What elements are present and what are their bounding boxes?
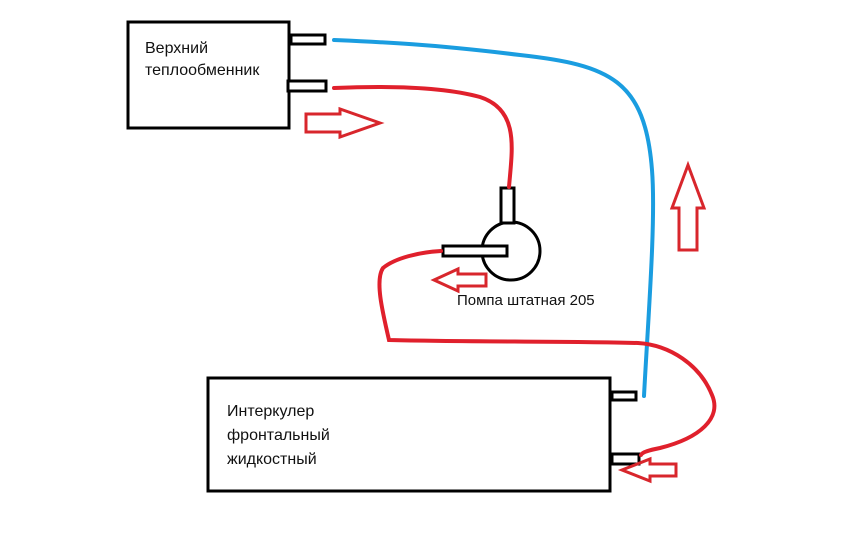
- intercooler-inlet-nozzle: [610, 452, 641, 466]
- pump: Помпа штатная 205: [441, 186, 595, 309]
- pump-inlet-nozzle: [499, 186, 516, 225]
- intercooler-outlet-nozzle: [610, 390, 638, 402]
- intercooler-label-2: фронтальный: [227, 427, 330, 444]
- pump-label: Помпа штатная 205: [457, 292, 595, 309]
- hot-line-to-pump: [332, 84, 514, 189]
- flow-arrow-left-pump-icon: [430, 266, 488, 294]
- upper-outlet-nozzle: [289, 33, 327, 46]
- intercooler: Интеркулер фронтальный жидкостный: [206, 376, 641, 493]
- upper-heat-exchanger: Верхний теплообменник: [126, 20, 328, 130]
- flow-arrow-right-icon: [304, 106, 385, 140]
- cold-line: [332, 38, 656, 398]
- intercooler-box: [206, 376, 612, 493]
- upper-heat-exchanger-box: [126, 20, 291, 130]
- upper-heat-exchanger-label-1: Верхний: [145, 40, 208, 57]
- pump-outlet-nozzle: [441, 244, 509, 258]
- upper-heat-exchanger-label-2: теплообменник: [145, 62, 260, 79]
- upper-inlet-nozzle: [286, 79, 328, 93]
- flow-arrow-left-intercooler-icon: [617, 456, 678, 484]
- intercooler-label-3: жидкостный: [227, 451, 317, 468]
- flow-arrow-up-icon: [669, 160, 707, 252]
- hot-line-to-intercooler: [377, 249, 717, 457]
- intercooler-label-1: Интеркулер: [227, 403, 314, 420]
